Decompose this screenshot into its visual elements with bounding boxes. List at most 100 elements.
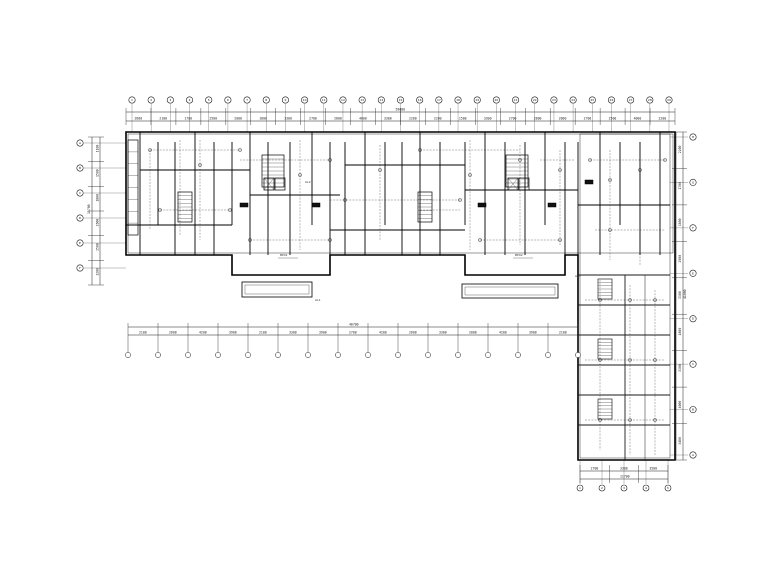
mid-dimension-value: 4200 bbox=[379, 331, 387, 335]
top-grid-bubble bbox=[339, 96, 347, 104]
bottom-dimension-value: 3500 bbox=[649, 467, 657, 471]
top-dimension-value: 3300 bbox=[484, 117, 492, 121]
elevator-shaft bbox=[263, 177, 275, 191]
top-dimension-total: 59600 bbox=[396, 108, 406, 112]
top-grid-label: 20 bbox=[494, 98, 498, 102]
left-dimension-value: 1800 bbox=[96, 194, 100, 202]
top-dimension-value: 1700 bbox=[184, 117, 192, 121]
top-grid-bubble bbox=[512, 96, 520, 104]
left-grid-bubble bbox=[76, 164, 84, 172]
top-grid-bubble bbox=[320, 96, 328, 104]
bottom-grid-bubble bbox=[642, 484, 650, 492]
right-dimension-total: 41000 bbox=[683, 289, 687, 299]
left-dimension-value: 3500 bbox=[96, 243, 100, 251]
bottom-grid-bubble bbox=[664, 484, 672, 492]
mid-grid-bubble bbox=[215, 352, 221, 358]
mid-grid-bubble bbox=[575, 352, 581, 358]
mid-grid-bubble bbox=[485, 352, 491, 358]
mid-grid-bubble bbox=[455, 352, 461, 358]
mid-dimension-value: 2100 bbox=[259, 331, 267, 335]
mid-grid-bubble bbox=[545, 352, 551, 358]
top-grid-label: 12 bbox=[341, 98, 345, 102]
bottom-grid-label: 5 bbox=[667, 486, 669, 490]
top-grid-bubble bbox=[550, 96, 558, 104]
top-dimension-value: 1500 bbox=[459, 117, 467, 121]
bottom-dimension-total: 11700 bbox=[620, 475, 630, 479]
left-grid-bubble bbox=[76, 189, 84, 197]
mid-grid-bubble bbox=[515, 352, 521, 358]
left-grid-bubble bbox=[76, 239, 84, 247]
balcony-rail bbox=[464, 286, 556, 296]
right-grid-bubble bbox=[689, 451, 697, 459]
elevator-cross bbox=[263, 177, 275, 191]
top-grid-label: 9 bbox=[284, 98, 286, 102]
top-grid-bubble bbox=[435, 96, 443, 104]
top-grid-label: 15 bbox=[399, 98, 403, 102]
right-grid-bubble bbox=[689, 269, 697, 277]
right-grid-label: B bbox=[692, 408, 694, 412]
balcony-rail bbox=[244, 284, 310, 295]
right-dimension-value: 3300 bbox=[678, 291, 682, 299]
top-grid-bubble bbox=[377, 96, 385, 104]
top-grid-label: 6 bbox=[227, 98, 229, 102]
left-grid-label: D bbox=[79, 216, 82, 220]
left-dimension-total: 11700 bbox=[87, 204, 91, 214]
mid-dimension-value: 2100 bbox=[139, 331, 147, 335]
unit-label: BP01 bbox=[280, 253, 288, 257]
top-dimension-value: 2100 bbox=[159, 117, 167, 121]
bottom-grid-bubble bbox=[576, 484, 584, 492]
right-grid-label: C bbox=[692, 362, 694, 366]
top-grid-bubble bbox=[454, 96, 462, 104]
mid-dimension-value: 2000 bbox=[469, 331, 477, 335]
top-grid-label: 22 bbox=[533, 98, 537, 102]
top-grid-bubble bbox=[531, 96, 539, 104]
bottom-grid-bubble bbox=[598, 484, 606, 492]
top-grid-bubble bbox=[128, 96, 136, 104]
mid-grid-bubble bbox=[125, 352, 131, 358]
right-dimension-value: 3400 bbox=[678, 437, 682, 445]
mid-dimension-value: 3300 bbox=[439, 331, 447, 335]
bottom-grid-bubble bbox=[620, 484, 628, 492]
top-dimension-value: 2700 bbox=[309, 117, 317, 121]
mid-grid-bubble bbox=[155, 352, 161, 358]
top-grid-bubble bbox=[627, 96, 635, 104]
top-dimension-value: 4000 bbox=[634, 117, 642, 121]
top-grid-label: 28 bbox=[648, 98, 652, 102]
top-grid-label: 26 bbox=[610, 98, 614, 102]
right-grid-label: A bbox=[692, 453, 695, 457]
left-dimension-value: 1100 bbox=[96, 145, 100, 153]
top-dimension-value: 4000 bbox=[359, 117, 367, 121]
top-grid-label: 5 bbox=[208, 98, 210, 102]
top-grid-bubble bbox=[646, 96, 654, 104]
electrical-wiring bbox=[148, 140, 667, 455]
distribution-panel bbox=[584, 179, 594, 185]
top-grid-label: 1 bbox=[131, 98, 133, 102]
mid-grid-bubble bbox=[185, 352, 191, 358]
left-grid-label: C bbox=[79, 191, 81, 195]
top-grid-bubble bbox=[607, 96, 615, 104]
right-grid-bubble bbox=[689, 406, 697, 414]
top-dimension-value: 2700 bbox=[509, 117, 517, 121]
left-dimension-value: 2600 bbox=[96, 219, 100, 227]
elevator-shaft bbox=[274, 177, 286, 191]
top-grid-bubble bbox=[262, 96, 270, 104]
top-grid-bubble bbox=[492, 96, 500, 104]
mid-grid-bubble bbox=[395, 352, 401, 358]
top-grid-bubble bbox=[224, 96, 232, 104]
bottom-grid-label: 4 bbox=[645, 486, 647, 490]
top-grid-bubble bbox=[473, 96, 481, 104]
panel-tag: AL1 bbox=[315, 298, 321, 302]
top-dimension-value: 3300 bbox=[384, 117, 392, 121]
panel-tag: AL3 bbox=[575, 274, 581, 278]
right-grid-label: F bbox=[692, 226, 694, 230]
left-grid-bubble bbox=[76, 214, 84, 222]
top-dimension-value: 2600 bbox=[134, 117, 142, 121]
right-grid-bubble bbox=[689, 360, 697, 368]
top-grid-label: 19 bbox=[475, 98, 479, 102]
top-grid-bubble bbox=[243, 96, 251, 104]
mid-grid-bubble bbox=[335, 352, 341, 358]
top-grid-label: 21 bbox=[514, 98, 518, 102]
building-outline bbox=[125, 131, 676, 461]
